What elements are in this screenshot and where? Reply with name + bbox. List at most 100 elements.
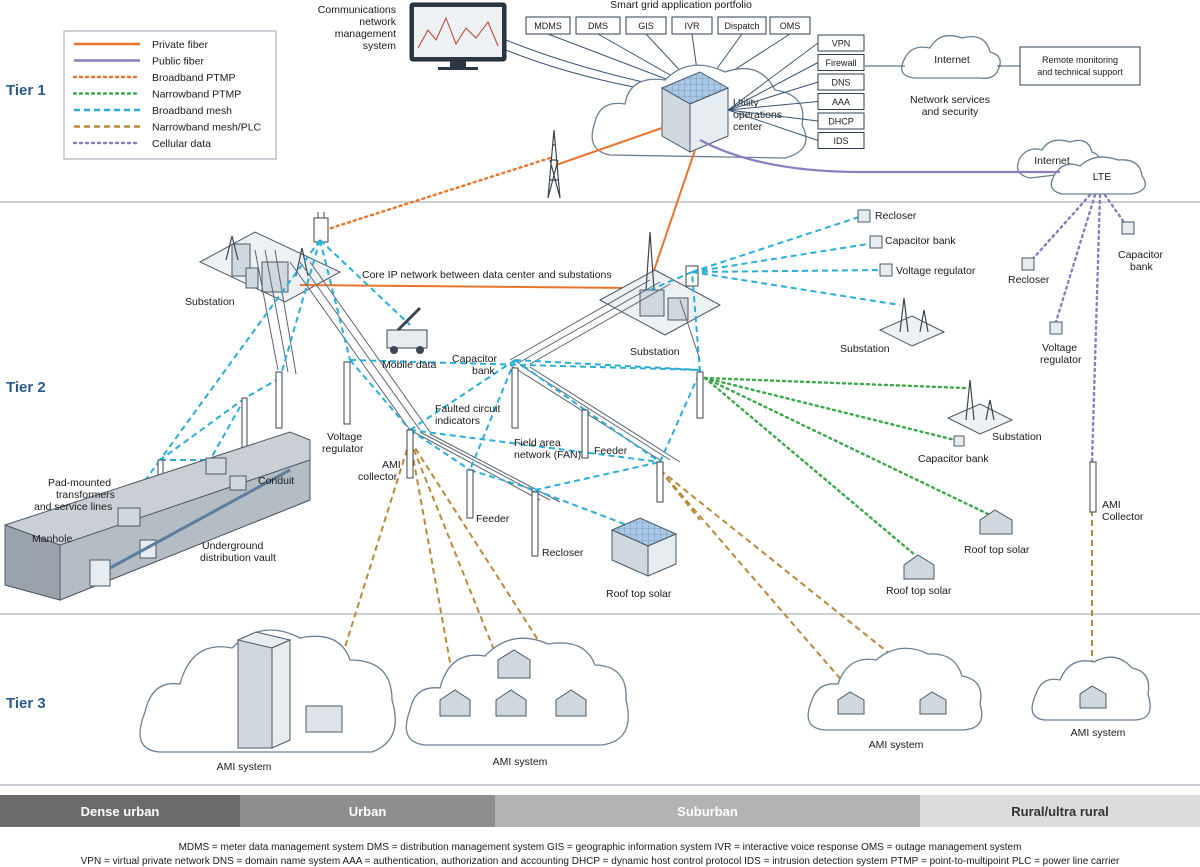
service-box-label: AAA [832, 97, 850, 107]
broadband-mesh-links [124, 215, 901, 531]
conduit-label: Conduit [258, 475, 294, 487]
vault-label-1: Underground [202, 540, 263, 552]
service-box: Firewall [727, 54, 865, 111]
app-box: OMS [699, 16, 811, 93]
recloser-right-label: Recloser [875, 210, 917, 222]
roof-solar-r2-label: Roof top solar [886, 585, 952, 597]
service-box: AAA [727, 93, 865, 111]
legend-item: Private fiber [74, 39, 209, 51]
ami-collector-left-2: collector [358, 471, 398, 483]
rural-voltage-reg-1: Voltage [1042, 342, 1077, 354]
core-ip-label: Core IP network between data center and … [362, 269, 612, 281]
legend-label: Cellular data [152, 138, 211, 150]
legend-item: Narrowband PTMP [72, 89, 241, 101]
private-fiber-substation [647, 149, 696, 289]
nms-label-4: system [363, 40, 397, 52]
service-box: IDS [727, 109, 865, 149]
service-box: DNS [727, 73, 865, 111]
density-band: Suburban [495, 795, 920, 827]
uoc-label-2: operations [733, 109, 782, 121]
tier-3-label: Tier 3 [6, 695, 46, 712]
lte-label: LTE [1093, 171, 1111, 183]
solar-homes-right [903, 509, 1013, 580]
service-box-label: DHCP [828, 117, 854, 127]
substation-center-label: Substation [630, 346, 680, 358]
legend-label: Broadband PTMP [152, 72, 235, 84]
rural-capacitor-1: Capacitor [1118, 249, 1163, 261]
density-band-label: Rural/ultra rural [1011, 804, 1109, 819]
ami-cloud-4 [1031, 656, 1151, 721]
substation-far-label: Substation [992, 431, 1042, 443]
feeder-center-label: Feeder [594, 445, 628, 457]
ami-system-label-1: AMI system [217, 761, 272, 773]
ami-system-label-3: AMI system [869, 739, 924, 751]
uoc-label-3: center [733, 121, 763, 133]
app-box-label: MDMS [534, 21, 562, 31]
net-services-label-2: and security [922, 106, 979, 118]
density-band: Urban [240, 795, 495, 827]
app-box-label: OMS [780, 21, 801, 31]
roof-solar-r1-label: Roof top solar [964, 544, 1030, 556]
remote-label-2: and technical support [1037, 67, 1123, 77]
legend-item: Narrowband mesh/PLC [74, 122, 262, 134]
antenna-left-sub [313, 212, 329, 243]
glossary-line-1: MDMS = meter data management system DMS … [179, 842, 1022, 853]
rural-recloser-label: Recloser [1008, 274, 1050, 286]
app-box-label: IVR [684, 21, 700, 31]
service-box-label: DNS [831, 78, 850, 88]
app-box-label: Dispatch [724, 21, 759, 31]
ami-system-label-4: AMI system [1071, 727, 1126, 739]
narrowband-ptmp-links [703, 376, 992, 557]
ami-system-label-2: AMI system [493, 756, 548, 768]
private-fiber-tower [555, 127, 663, 166]
cap-bank-center-2: bank [472, 365, 496, 377]
fan-label-1: Field area [514, 437, 561, 449]
roof-solar-center-label: Roof top solar [606, 588, 672, 600]
substation-left-label: Substation [185, 296, 235, 308]
tier-1-label: Tier 1 [6, 82, 46, 99]
app-box-label: GIS [638, 21, 654, 31]
core-ip-link [299, 284, 641, 289]
legend-label: Narrowband mesh/PLC [152, 122, 262, 134]
radio-tower [547, 129, 561, 199]
feeder-lower-label: Feeder [476, 513, 510, 525]
legend-label: Public fiber [152, 56, 204, 68]
substation-right-label: Substation [840, 343, 890, 355]
cap-bank-center-1: Capacitor [452, 353, 497, 365]
cap-bank-far-label: Capacitor bank [918, 453, 989, 465]
vault-label-2: distribution vault [200, 552, 276, 564]
substation-right [878, 297, 946, 347]
legend-item: Broadband mesh [74, 105, 232, 117]
service-box-label: IDS [833, 136, 848, 146]
net-services-label-1: Network services [910, 94, 990, 106]
faulted-label-2: indicators [435, 415, 480, 427]
tier-2-label: Tier 2 [6, 379, 46, 396]
narrowband-mesh-links [329, 439, 1093, 701]
density-band-label: Dense urban [81, 804, 160, 819]
recloser-lower-label: Recloser [542, 547, 584, 559]
nms-label-3: management [335, 28, 396, 40]
internet-label: Internet [934, 54, 970, 66]
pad-mounted-label-2: transformers [56, 489, 115, 501]
legend-item: Public fiber [74, 56, 204, 68]
voltage-reg-right-label: Voltage regulator [896, 265, 976, 277]
internet-cloud [901, 34, 1001, 79]
remote-monitoring-box [1019, 46, 1141, 86]
substation-center [598, 231, 722, 336]
service-box: DHCP [727, 109, 865, 130]
right-devices [857, 209, 1135, 447]
lte-cloud [1016, 139, 1146, 195]
antenna-center-sub [685, 265, 699, 287]
ami-cloud-1 [139, 629, 396, 753]
internet2-label: Internet [1034, 155, 1070, 167]
app-box: DMS [575, 16, 701, 93]
broadband-ptmp-link [323, 156, 552, 232]
roof-solar-building [610, 517, 678, 577]
poles [157, 361, 1097, 557]
faulted-label-1: Faulted circuit [435, 403, 500, 415]
ami-cloud-2 [405, 637, 629, 746]
legend-label: Broadband mesh [152, 105, 232, 117]
pad-transformers [117, 457, 247, 527]
